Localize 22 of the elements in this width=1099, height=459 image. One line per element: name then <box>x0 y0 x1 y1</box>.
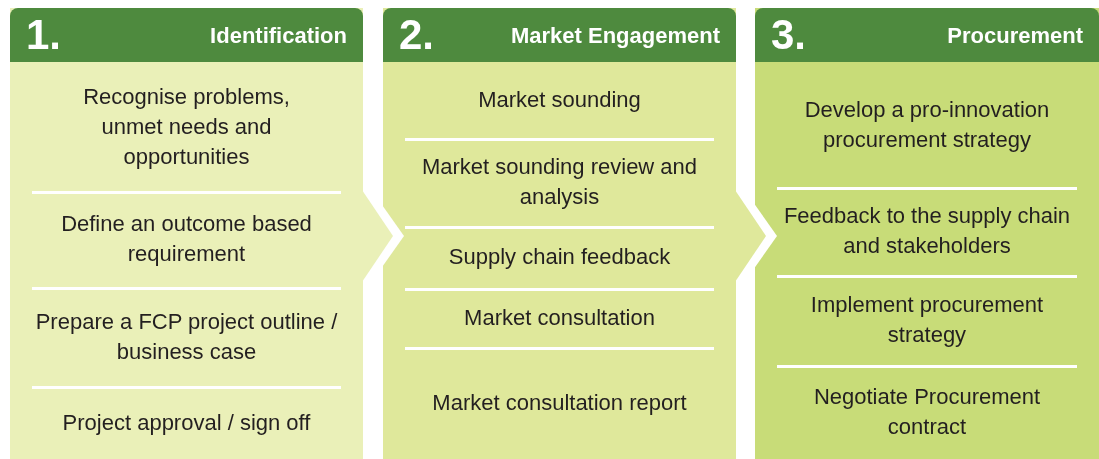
stage-panel <box>383 8 736 459</box>
step-text: Prepare a FCP project outline / business case <box>34 307 339 366</box>
step-text: Develop a pro-innovation procurement strategy <box>803 95 1051 154</box>
step-text: Market consultation <box>464 303 655 332</box>
stage-title: Market Engagement <box>510 21 720 50</box>
step-text: Negotiate Procurement contract <box>812 383 1042 441</box>
stage-title: Identification <box>210 21 347 50</box>
stage-title: Procurement <box>947 21 1083 50</box>
step-text: Supply chain feedback <box>448 243 671 271</box>
step-text: Feedback to the supply chain and stakeholders <box>782 202 1072 260</box>
step-text: Market sounding review and analysis <box>420 153 699 211</box>
step-text: Implement procurement strategy <box>809 291 1045 349</box>
step-text: Project approval / sign off <box>62 408 311 437</box>
step-text: Recognise problems, unmet needs and opportunities <box>82 82 291 171</box>
stage-panel <box>755 8 1099 459</box>
stage-panel <box>10 8 363 459</box>
stage-number: 2. <box>399 14 435 56</box>
step-text: Define an outcome based requirement <box>60 210 313 268</box>
step-text: Market consultation report <box>432 389 687 417</box>
stage-number: 1. <box>26 14 62 56</box>
step-text: Market sounding <box>478 86 641 114</box>
stage-number: 3. <box>771 14 807 56</box>
